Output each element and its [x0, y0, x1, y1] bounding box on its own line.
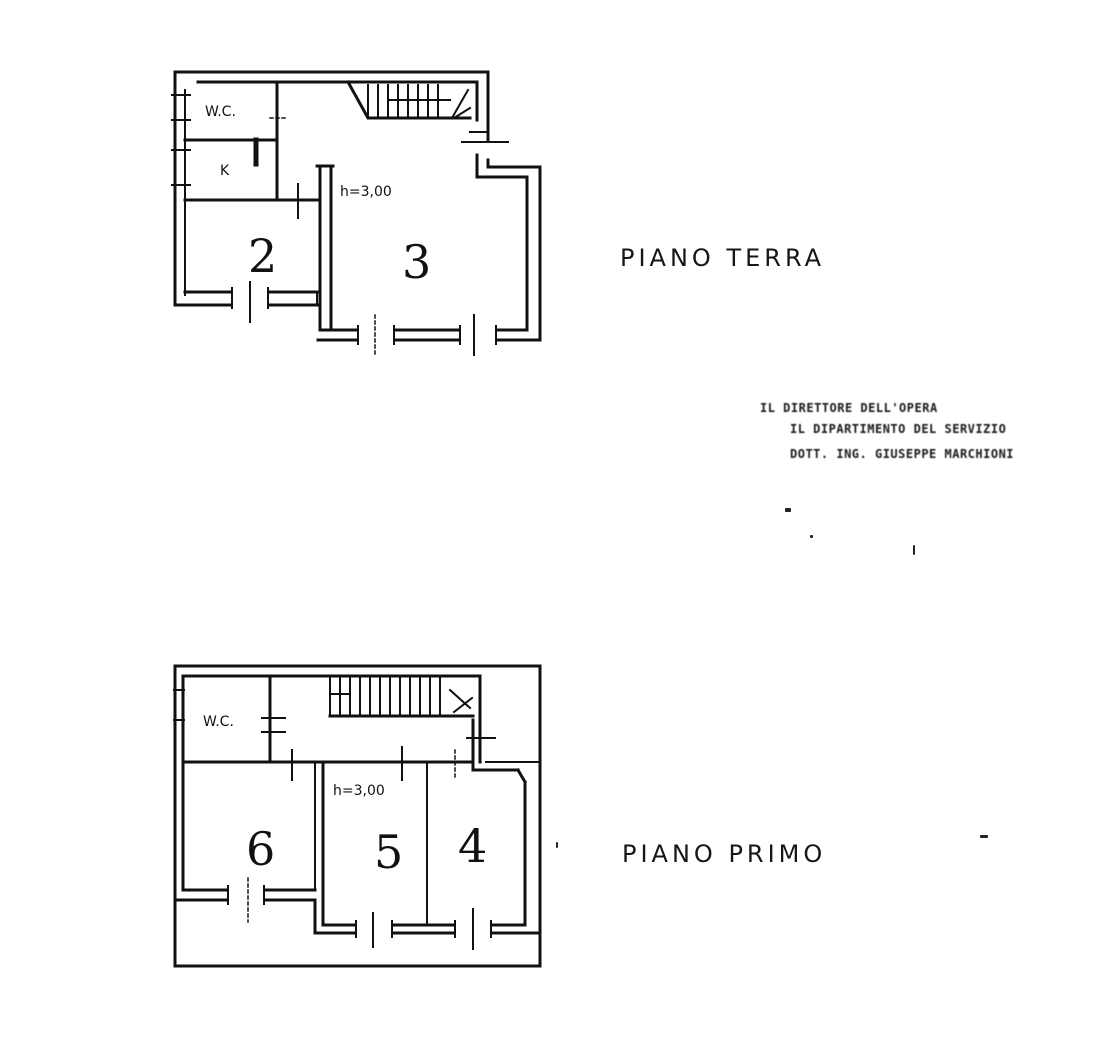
scan-speck	[913, 545, 915, 555]
room-6-label: 6	[246, 822, 275, 876]
ground-kitchen-label: K	[220, 163, 230, 179]
room-2-label: 2	[248, 229, 277, 283]
room-3-label: 3	[402, 235, 431, 289]
first-floor-label: PIANO PRIMO	[622, 840, 827, 868]
scan-speck	[556, 842, 558, 848]
first-wc-label: W.C.	[203, 714, 234, 730]
director-stamp: IL DIRETTORE DELL'OPERA IL DIPARTIMENTO …	[740, 396, 1070, 467]
stamp-line-2: IL DIPARTIMENTO DEL SERVIZIO	[790, 422, 1007, 436]
room-5-label: 5	[374, 825, 403, 879]
first-floor-plan: W.C. h=3,00 6 5 4	[170, 650, 550, 980]
ground-floor-plan: W.C. K h=3,00 2 3	[170, 60, 550, 360]
ground-ceiling-height: h=3,00	[340, 184, 392, 200]
scan-speck	[810, 535, 813, 538]
first-ceiling-height: h=3,00	[333, 783, 385, 799]
scan-speck	[785, 508, 791, 512]
scan-speck	[980, 835, 988, 838]
stamp-line-3: DOTT. ING. GIUSEPPE MARCHIONI	[790, 447, 1015, 461]
ground-floor-label: PIANO TERRA	[620, 244, 826, 272]
room-4-label: 4	[458, 819, 487, 873]
stamp-line-1: IL DIRETTORE DELL'OPERA	[760, 401, 938, 415]
ground-wc-label: W.C.	[205, 104, 236, 120]
